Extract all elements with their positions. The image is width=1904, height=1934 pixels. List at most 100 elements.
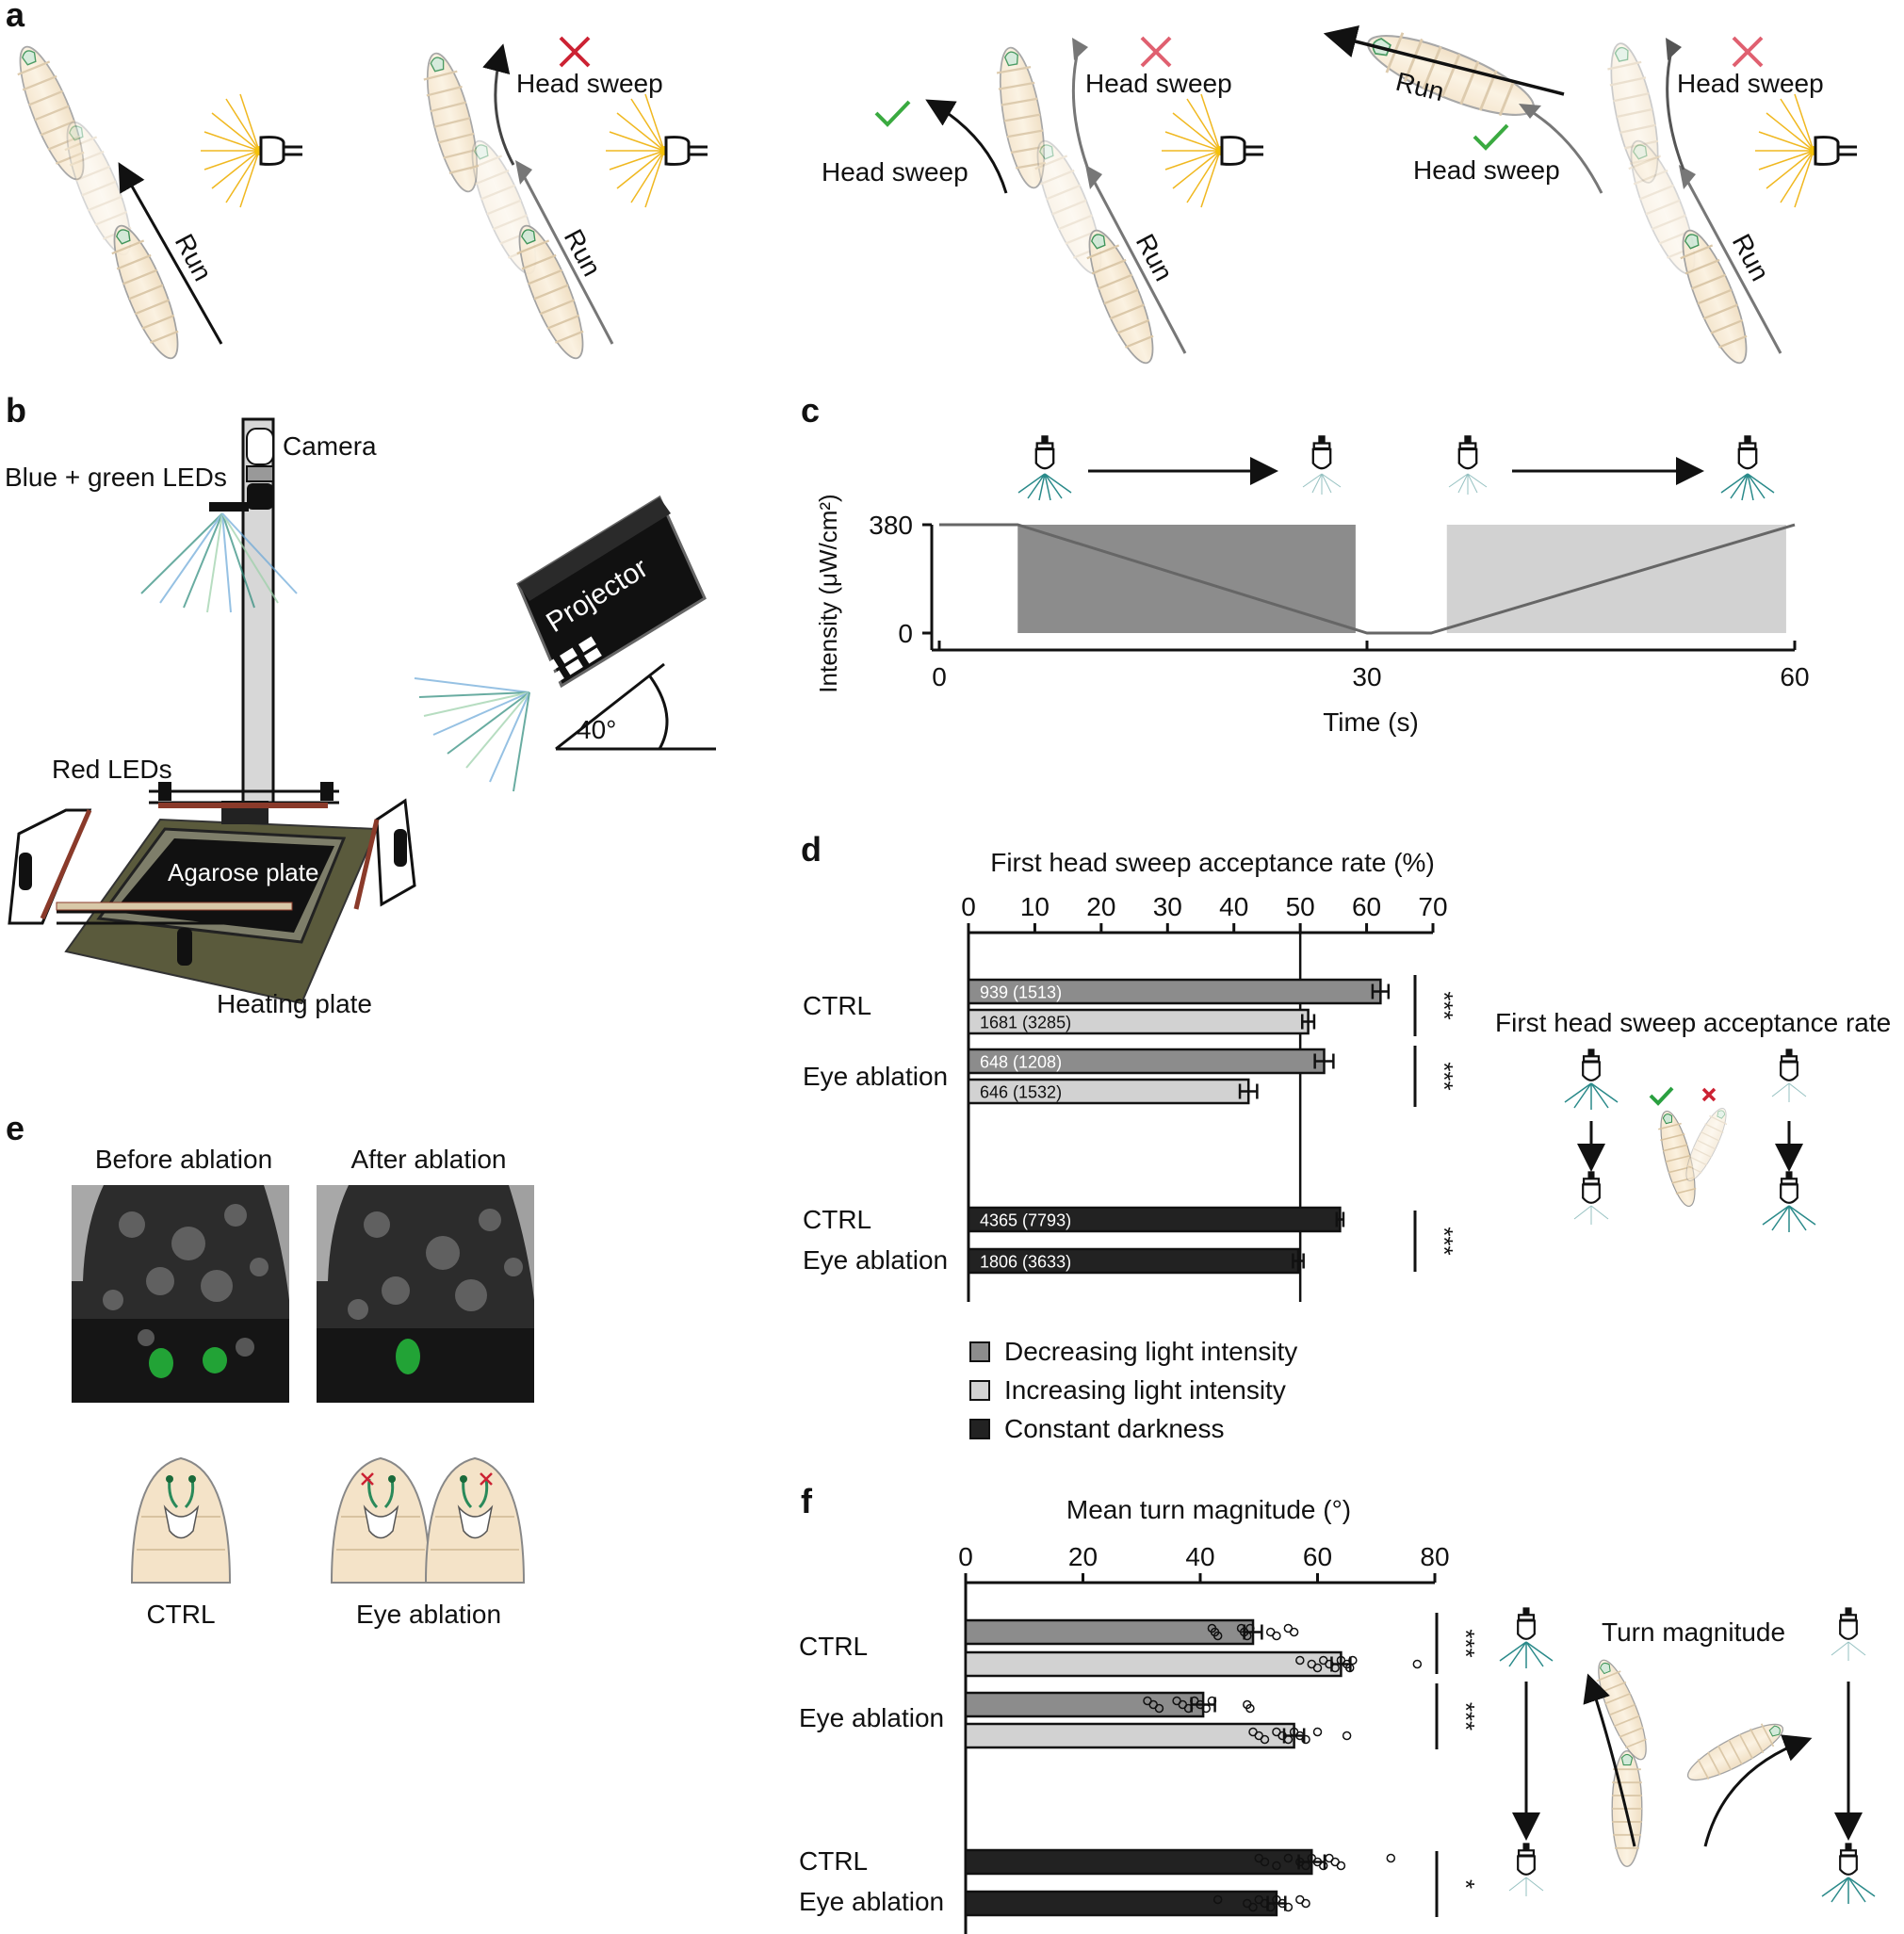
- panel-e-ablation: Before ablation After ablation: [72, 1145, 534, 1629]
- error-bar: [1292, 1253, 1305, 1269]
- x-tick-label: 50: [1286, 892, 1315, 921]
- data-point: [1245, 1703, 1255, 1714]
- axis-lines: [930, 525, 1795, 652]
- x-tick-label: 60: [1352, 892, 1381, 921]
- data-point: [1289, 1627, 1299, 1637]
- x-axis-label: Mean turn magnitude (°): [1066, 1495, 1351, 1524]
- run-label: Run: [1131, 229, 1179, 285]
- error-bar: [1301, 1014, 1316, 1030]
- data-point: [1283, 1734, 1294, 1745]
- ctrl-label: CTRL: [146, 1600, 215, 1629]
- data-point: [1348, 1655, 1358, 1666]
- ablated-larva-icon-right: [424, 1456, 526, 1584]
- x-tick-label: 0: [961, 892, 976, 921]
- scenario-2: Run Head sweep: [415, 36, 708, 366]
- legend-swatch: [969, 1419, 990, 1439]
- scenario-4: Run Head sweep Head sweep Run: [1323, 19, 1857, 371]
- data-point: [1243, 1631, 1252, 1641]
- reject-cross-icon: [1140, 36, 1172, 68]
- accept-check-icon: [1649, 1086, 1674, 1106]
- data-point: [1312, 1663, 1323, 1673]
- legend-swatch: [969, 1380, 990, 1401]
- bar: [967, 978, 1382, 1005]
- accepted-head-sweep-arrow: [1525, 106, 1603, 194]
- data-point: [1283, 1902, 1294, 1912]
- ctrl-larva-icon: [130, 1456, 232, 1584]
- group-label: Eye ablation: [799, 1703, 944, 1732]
- rejected-head-sweep-arrow: [1666, 46, 1685, 171]
- cross-icon: [480, 1472, 493, 1486]
- x-tick-label: 30: [1153, 892, 1182, 921]
- run-arrow: [1323, 25, 1565, 96]
- data-point: [1283, 1853, 1294, 1863]
- x-tick-label: 30: [1352, 662, 1381, 691]
- head-sweep-label: Head sweep: [1085, 69, 1232, 98]
- head-sweep-label: Head sweep: [1677, 69, 1824, 98]
- turn-magnitude-schematic-title: Turn magnitude: [1602, 1617, 1785, 1647]
- x-axis-label: First head sweep acceptance rate (%): [990, 848, 1435, 877]
- after-ablation-title: After ablation: [351, 1145, 507, 1174]
- data-point: [1260, 1734, 1270, 1745]
- panel-b-setup: Camera Blue + green LEDs Projector 4: [5, 417, 716, 1018]
- run-arrow: [521, 173, 614, 345]
- reject-cross-icon: [1701, 1087, 1717, 1102]
- head-sweep-label: Head sweep: [822, 157, 968, 187]
- led-label: Blue + green LEDs: [5, 463, 227, 492]
- rejected-head-sweep-arrow: [1071, 46, 1090, 171]
- panel-a-schematics: Run Run Head sweep: [6, 19, 1857, 371]
- data-point: [1201, 1703, 1211, 1714]
- head-sweep-arrow: [482, 43, 515, 166]
- x-tick-label: 70: [1418, 892, 1447, 921]
- x-tick-label: 80: [1420, 1542, 1449, 1571]
- bar: [964, 1618, 1255, 1646]
- data-point: [1342, 1731, 1352, 1741]
- eye-ablation-label: Eye ablation: [356, 1600, 501, 1629]
- stimulus-icons: [1017, 433, 1775, 501]
- bar: [967, 1008, 1310, 1035]
- x-tick-label: 40: [1219, 892, 1248, 921]
- y-tick-label: 380: [869, 511, 913, 540]
- bar: [967, 1078, 1250, 1105]
- light-source-icon: [606, 93, 708, 208]
- reject-cross-icon: [1732, 36, 1764, 68]
- data-point: [1272, 1861, 1281, 1871]
- run-arrow: [1684, 178, 1782, 354]
- error-bar: [1371, 983, 1391, 1000]
- significance-stars: ***: [1452, 1702, 1480, 1731]
- data-point: [1183, 1703, 1194, 1714]
- bar-count-label: 1681 (3285): [980, 1014, 1071, 1032]
- blue-green-led-rays: [140, 512, 298, 613]
- data-point: [1248, 1902, 1258, 1912]
- panel-letter-d: d: [801, 830, 822, 869]
- bar-count-label: 4365 (7793): [980, 1211, 1071, 1230]
- group-label: CTRL: [803, 991, 871, 1020]
- bar-count-label: 648 (1208): [980, 1053, 1062, 1072]
- bar: [964, 1691, 1205, 1718]
- significance-stars: ***: [1452, 1629, 1480, 1657]
- significance-stars: ***: [1430, 1227, 1458, 1255]
- data-point: [1154, 1703, 1164, 1714]
- error-bar: [1238, 1083, 1259, 1099]
- data-point: [1245, 1623, 1255, 1633]
- red-leds-label: Red LEDs: [52, 755, 172, 784]
- significance-stars: *: [1452, 1879, 1480, 1889]
- scenario-1: Run: [6, 39, 302, 366]
- turn-magnitude-schematic: Turn magnitude: [1499, 1606, 1876, 1904]
- data-point: [1272, 1631, 1281, 1641]
- bar-count-label: 1806 (3633): [980, 1253, 1071, 1272]
- data-point: [1260, 1857, 1270, 1867]
- bar-count-label: 646 (1532): [980, 1083, 1062, 1102]
- group-label: Eye ablation: [803, 1062, 948, 1091]
- error-bar: [1313, 1053, 1335, 1069]
- error-bar: [1335, 1211, 1345, 1227]
- x-tick-label: 40: [1185, 1542, 1214, 1571]
- data-point: [1301, 1861, 1310, 1871]
- micrograph-after: [317, 1185, 534, 1403]
- legend-label: Increasing light intensity: [1004, 1375, 1286, 1405]
- panel-letter-a: a: [6, 0, 25, 34]
- data-point: [1295, 1655, 1305, 1666]
- angle-arc: [648, 675, 669, 750]
